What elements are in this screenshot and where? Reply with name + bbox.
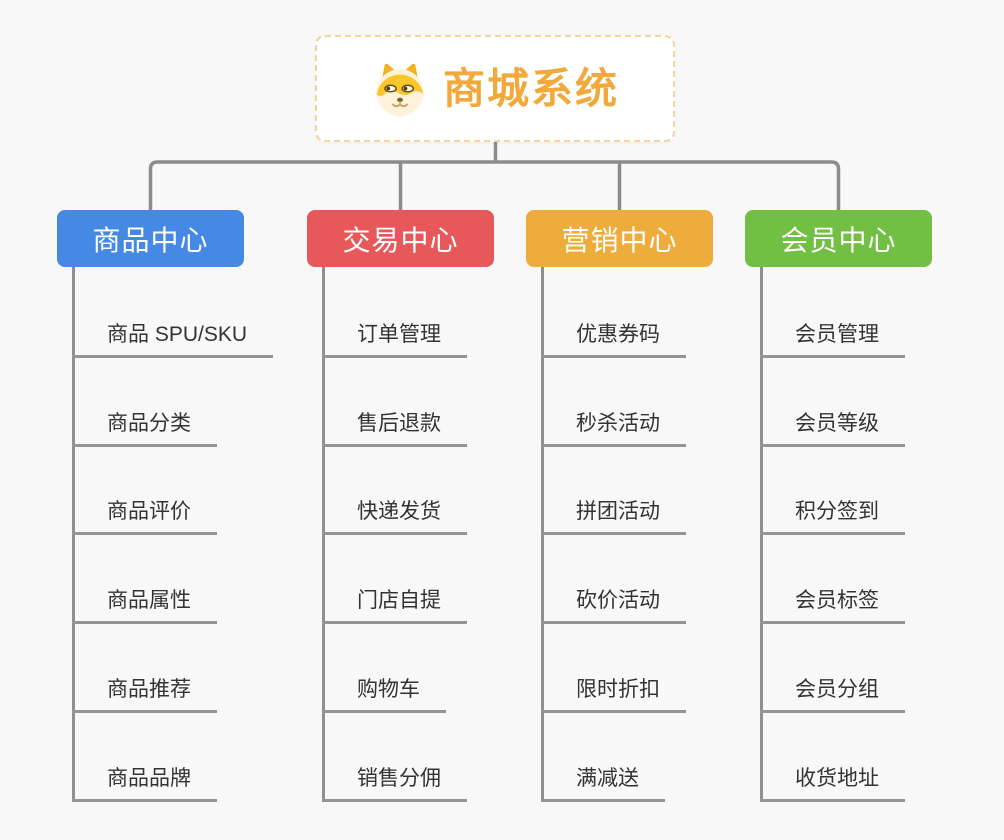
node-item[interactable]: 会员管理 [760,320,905,358]
node-item[interactable]: 限时折扣 [541,675,686,713]
node-item[interactable]: 销售分佣 [322,764,467,802]
node-item[interactable]: 商品品牌 [72,764,217,802]
root-node[interactable]: 商城系统 [315,35,675,142]
branch-header-product-center[interactable]: 商品中心 [57,210,244,267]
node-item[interactable]: 积分签到 [760,497,905,535]
node-item[interactable]: 砍价活动 [541,586,686,624]
node-item[interactable]: 收货地址 [760,764,905,802]
node-item[interactable]: 商品推荐 [72,675,217,713]
node-item[interactable]: 商品 SPU/SKU [72,320,274,358]
node-item[interactable]: 门店自提 [322,586,467,624]
node-item[interactable]: 会员标签 [760,586,905,624]
branch-header-member-center[interactable]: 会员中心 [745,210,932,267]
branch-product-center: 商品中心 商品 SPU/SKU 商品分类 商品评价 商品属性 商品推荐 商品品牌 [57,210,307,810]
node-item[interactable]: 商品属性 [72,586,217,624]
branch-trade-center: 交易中心 订单管理 售后退款 快递发货 门店自提 购物车 销售分佣 [307,210,557,810]
node-item[interactable]: 购物车 [322,675,446,713]
branch-header-trade-center[interactable]: 交易中心 [307,210,494,267]
node-item[interactable]: 拼团活动 [541,497,686,535]
node-item[interactable]: 优惠券码 [541,320,686,358]
node-item[interactable]: 快递发货 [322,497,467,535]
root-title: 商城系统 [442,64,619,112]
node-item[interactable]: 会员分组 [760,675,905,713]
node-item[interactable]: 满减送 [541,764,665,802]
node-item[interactable]: 秒杀活动 [541,409,686,447]
node-item[interactable]: 订单管理 [322,320,467,358]
branch-member-center: 会员中心 会员管理 会员等级 积分签到 会员标签 会员分组 收货地址 [745,210,995,810]
node-item[interactable]: 会员等级 [760,409,905,447]
node-item[interactable]: 商品评价 [72,497,217,535]
doge-face-icon [371,60,429,118]
branch-header-marketing-center[interactable]: 营销中心 [526,210,713,267]
branch-marketing-center: 营销中心 优惠券码 秒杀活动 拼团活动 砍价活动 限时折扣 满减送 [526,210,776,810]
node-item[interactable]: 商品分类 [72,409,217,447]
node-item[interactable]: 售后退款 [322,409,467,447]
